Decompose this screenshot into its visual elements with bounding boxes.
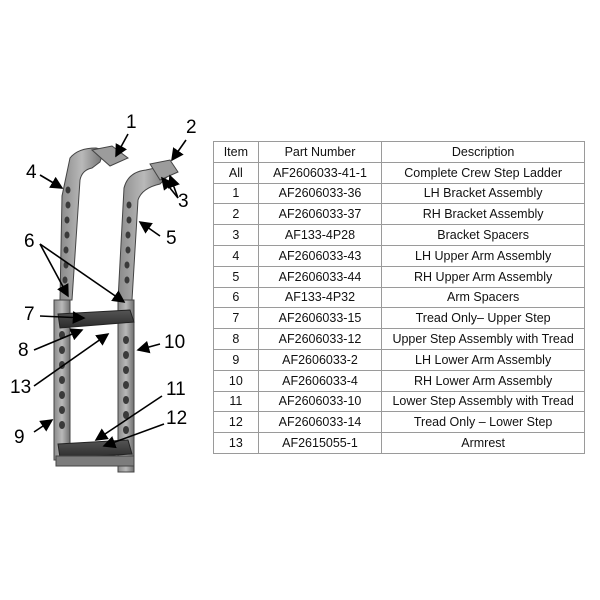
cell-item: 8 [213, 328, 259, 350]
cell-description: Lower Step Assembly with Tread [381, 390, 585, 413]
callout-5: 5 [166, 228, 177, 249]
leader-5 [138, 221, 161, 237]
lower-arm-holes [59, 331, 129, 434]
cell-part-number: AF133-4P32 [257, 286, 383, 309]
cell-part-number: AF2606033-2 [257, 348, 383, 371]
cell-part-number: AF2606033-10 [257, 390, 383, 413]
leader-4 [39, 174, 64, 189]
callout-4: 4 [26, 162, 37, 183]
cell-item: 3 [213, 224, 259, 246]
cell-item: 1 [213, 182, 259, 205]
cell-part-number: AF2606033-14 [257, 411, 383, 434]
leader-9 [33, 419, 54, 433]
cell-part-number: AF2606033-12 [257, 328, 383, 350]
cell-item: 6 [213, 286, 259, 309]
callout-10: 10 [164, 332, 186, 353]
lower-step-rail [55, 455, 135, 467]
cell-description: Upper Step Assembly with Tread [381, 328, 585, 350]
callout-11: 11 [166, 379, 186, 400]
cell-description: RH Bracket Assembly [381, 203, 585, 226]
upper-arm-holes [62, 186, 132, 284]
cell-item: 12 [213, 411, 259, 434]
cell-description: LH Upper Arm Assembly [381, 244, 585, 267]
leader-7 [39, 311, 86, 324]
cell-part-number: AF2606033-36 [257, 182, 383, 205]
cell-description: LH Lower Arm Assembly [381, 348, 585, 371]
cell-description: Complete Crew Step Ladder [381, 161, 585, 184]
callout-7: 7 [24, 304, 35, 325]
callout-9: 9 [14, 427, 25, 448]
lh-upper-arm [59, 147, 105, 301]
cell-part-number: AF2615055-1 [257, 432, 383, 454]
leader-2 [171, 139, 187, 162]
leader-11 [94, 395, 163, 441]
cell-description: Armrest [381, 432, 585, 454]
ladder-diagram: 1 2 3 4 5 6 7 8 9 10 11 12 13 [0, 0, 215, 600]
leader-6b [39, 243, 126, 303]
leader-3a [161, 176, 179, 199]
cell-item: All [213, 161, 259, 184]
callout-1: 1 [126, 112, 137, 133]
cell-item: 10 [213, 369, 259, 392]
callout-2: 2 [186, 117, 197, 138]
cell-part-number: AF2606033-4 [257, 369, 383, 392]
leader-13 [33, 333, 110, 387]
header-description: Description [381, 141, 585, 163]
cell-description: Tread Only– Upper Step [381, 307, 585, 330]
cell-description: Bracket Spacers [381, 224, 585, 246]
callout-3: 3 [178, 191, 189, 212]
callout-6: 6 [24, 231, 35, 252]
cell-item: 9 [213, 348, 259, 371]
cell-description: Tread Only – Lower Step [381, 411, 585, 434]
lh-bracket [90, 145, 129, 167]
header-item: Item [213, 141, 259, 163]
cell-item: 13 [213, 432, 259, 454]
callout-13: 13 [10, 377, 32, 398]
cell-description: RH Upper Arm Assembly [381, 265, 585, 288]
table-header-row: Item Part Number Description [213, 141, 585, 163]
cell-part-number: AF2606033-41-1 [257, 161, 383, 184]
cell-description: RH Lower Arm Assembly [381, 369, 585, 392]
cell-item: 5 [213, 265, 259, 288]
leader-8 [33, 328, 84, 351]
cell-item: 11 [213, 390, 259, 413]
cell-part-number: AF2606033-43 [257, 244, 383, 267]
cell-description: LH Bracket Assembly [381, 182, 585, 205]
leader-6a [39, 243, 69, 298]
leader-1 [115, 133, 129, 158]
leader-10 [136, 340, 161, 354]
leader-3b [167, 174, 180, 199]
cell-description: Arm Spacers [381, 286, 585, 309]
header-part-number: Part Number [257, 141, 383, 163]
callout-8: 8 [18, 340, 29, 361]
cell-item: 2 [213, 203, 259, 226]
cell-part-number: AF2606033-37 [257, 203, 383, 226]
cell-part-number: AF2606033-44 [257, 265, 383, 288]
cell-part-number: AF133-4P28 [257, 224, 383, 246]
leader-12 [102, 423, 165, 449]
cell-item: 4 [213, 244, 259, 267]
cell-part-number: AF2606033-15 [257, 307, 383, 330]
ladder-illustration [33, 133, 187, 473]
cell-item: 7 [213, 307, 259, 330]
callout-12: 12 [166, 408, 188, 429]
